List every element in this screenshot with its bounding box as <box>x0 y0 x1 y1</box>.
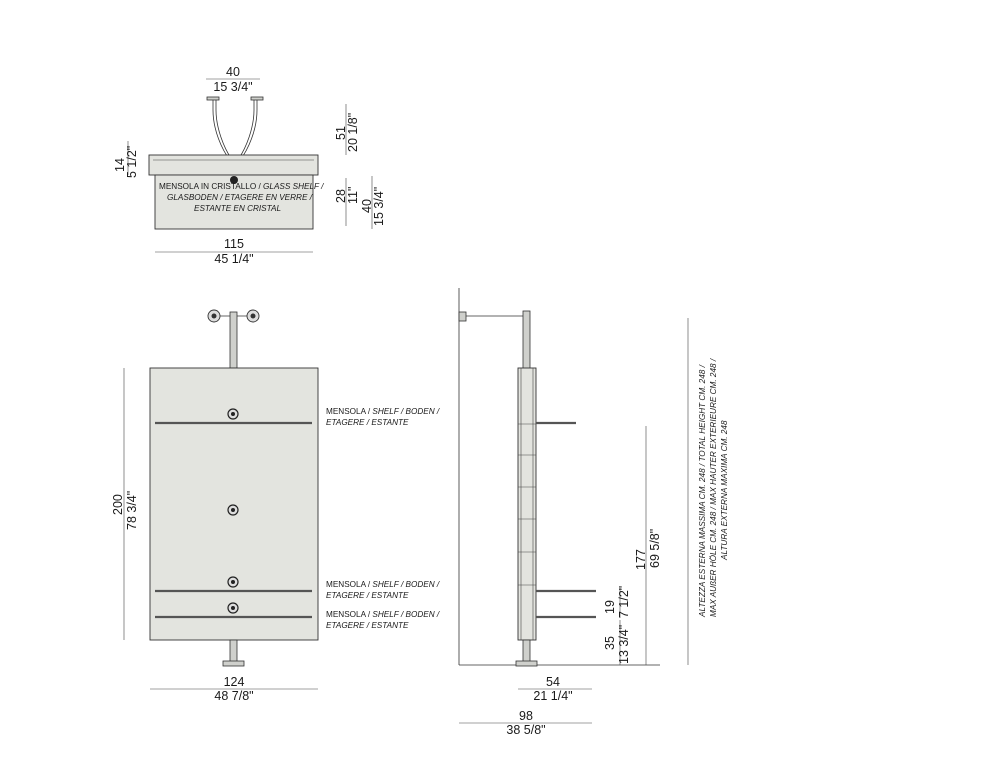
shelf-label-1a: MENSOLA / SHELF / BODEN / <box>326 407 440 416</box>
top-r1-cm: 51 <box>334 126 348 140</box>
floor-base <box>222 660 245 667</box>
shelf-label-1b: ETAGERE / ESTANTE <box>326 418 409 427</box>
ceiling-plate-left <box>206 96 220 101</box>
front-width-cm: 124 <box>224 675 245 689</box>
ceiling-joint-right-core <box>250 313 256 319</box>
front-width-in: 48 7/8" <box>214 689 253 703</box>
shelf-label-3a: MENSOLA / SHELF / BODEN / <box>326 610 440 619</box>
u-support-rod-inner <box>215 100 255 159</box>
side-h19-cm: 19 <box>603 600 617 614</box>
top-r1-in: 20 1/8" <box>346 113 360 152</box>
u-support-rod <box>212 100 258 161</box>
side-bottom-pole <box>522 639 531 663</box>
top-r2-cm: 28 <box>334 189 348 203</box>
total-height-note-1: ALTEZZA ESTERNA MASSIMA CM. 248 / TOTAL … <box>698 364 707 618</box>
side-depth-in: 21 1/4" <box>533 689 572 703</box>
glass-note-line-2: GLASBODEN / ETAGERE EN VERRE / <box>167 193 313 202</box>
top-pole <box>229 311 238 369</box>
top-width-cm: 40 <box>226 65 240 79</box>
shelf-label-2a: MENSOLA / SHELF / BODEN / <box>326 580 440 589</box>
top-view: 40 15 3/4" MENSOLA IN CRISTALLO / GLASS … <box>113 65 386 266</box>
side-depth-cm: 54 <box>546 675 560 689</box>
side-h35-cm: 35 <box>603 636 617 650</box>
ceiling-plate-right <box>250 96 264 101</box>
knob-icon <box>227 408 239 420</box>
side-dividers <box>518 423 536 586</box>
top-left-in: 5 1/2" <box>125 146 139 178</box>
knob-icon <box>230 176 238 184</box>
knob-icon <box>227 602 239 614</box>
wall-bracket <box>458 311 467 322</box>
total-height-note-2: MAX AUßER HÖLE CM. 248 / MAX HAUTER EXTE… <box>708 358 718 617</box>
top-width-bottom-in: 45 1/4" <box>214 252 253 266</box>
side-h177-in: 69 5/8" <box>648 529 662 568</box>
front-height-cm: 200 <box>111 494 125 515</box>
top-left-cm: 14 <box>113 158 127 172</box>
side-top-pole <box>522 310 531 370</box>
top-shelf-glass <box>148 154 319 176</box>
total-height-note-3: ALTURA EXTERNA MAXIMA CM. 248 <box>720 420 729 561</box>
side-view: 177 69 5/8" 19 7 1/2" 35 13 3/4" ALTEZZA… <box>458 288 729 737</box>
top-r2-in: 11" <box>346 187 360 204</box>
top-width-in: 15 3/4" <box>213 80 252 94</box>
ceiling-joint-left-core <box>211 313 217 319</box>
front-view: MENSOLA / SHELF / BODEN / ETAGERE / ESTA… <box>111 309 440 703</box>
knob-icon <box>227 576 239 588</box>
side-h177-cm: 177 <box>634 549 648 570</box>
side-h35-in: 13 3/4" <box>617 625 631 664</box>
top-r3-cm: 40 <box>360 199 374 213</box>
front-height-in: 78 3/4" <box>125 491 139 530</box>
top-r3-in: 15 3/4" <box>372 187 386 226</box>
side-h19-in: 7 1/2" <box>617 586 631 618</box>
bottom-pole <box>229 639 238 663</box>
shelf-label-3b: ETAGERE / ESTANTE <box>326 621 409 630</box>
side-floor-base <box>515 660 538 667</box>
top-width-bottom-cm: 115 <box>224 237 244 251</box>
glass-note-line-1: MENSOLA IN CRISTALLO / GLASS SHELF / <box>159 182 324 191</box>
side-total-depth-in: 38 5/8" <box>506 723 545 737</box>
shelf-label-2b: ETAGERE / ESTANTE <box>326 591 409 600</box>
glass-note-line-3: ESTANTE EN CRISTAL <box>194 204 281 213</box>
side-total-depth-cm: 98 <box>519 709 533 723</box>
knob-icon <box>227 504 239 516</box>
